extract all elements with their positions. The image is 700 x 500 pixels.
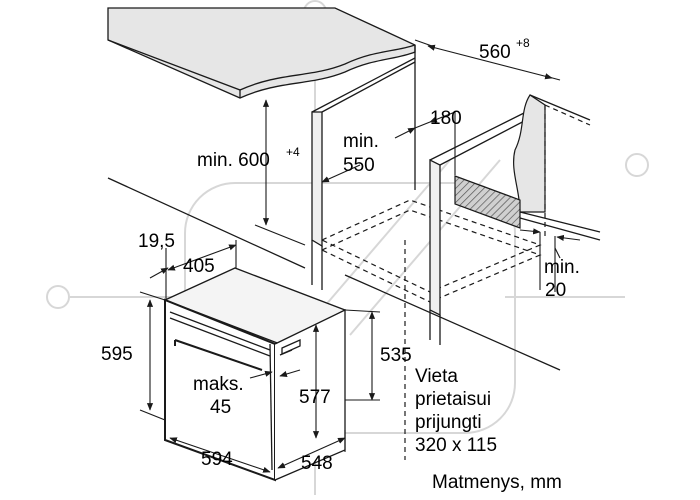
label-gap-value: 20 [545, 280, 566, 301]
dimension-labels: 560 +8 min. 600 +4 min. 550 180 19,5 405… [101, 36, 580, 493]
label-width-19-5: 19,5 [138, 231, 175, 252]
label-height-535: 535 [380, 345, 412, 366]
label-gap-prefix: min. [544, 257, 580, 278]
label-min-depth-prefix: min. [343, 131, 379, 152]
label-min-depth-value: 550 [343, 155, 375, 176]
label-top-width-sup: +8 [516, 36, 530, 50]
label-min-height-sup: +4 [286, 145, 300, 159]
oven [163, 267, 347, 482]
label-width-405: 405 [183, 256, 215, 277]
counter-top [107, 7, 416, 99]
cabinet-left-panel [311, 45, 416, 290]
label-max-prefix: maks. [193, 374, 244, 395]
label-connection-line3: prijungti [415, 412, 482, 433]
label-units-note: Matmenys, mm [432, 472, 562, 493]
label-connection-line4: 320 x 115 [415, 435, 497, 456]
label-min-height: min. 600 [197, 150, 270, 171]
label-max-value: 45 [210, 397, 231, 418]
back-wall [454, 94, 601, 292]
dimension-lines [139, 39, 561, 473]
label-connection-line2: prietaisui [415, 389, 491, 410]
ventilation-opening [454, 175, 521, 229]
label-width-594: 594 [201, 449, 233, 470]
label-depth-577: 577 [299, 387, 331, 408]
label-vent-width: 180 [430, 108, 462, 129]
label-depth-548: 548 [301, 453, 333, 474]
label-connection-line1: Vieta [415, 366, 458, 387]
floor-lines [107, 177, 561, 371]
label-top-width: 560 [479, 42, 511, 63]
label-height-595: 595 [101, 344, 133, 365]
